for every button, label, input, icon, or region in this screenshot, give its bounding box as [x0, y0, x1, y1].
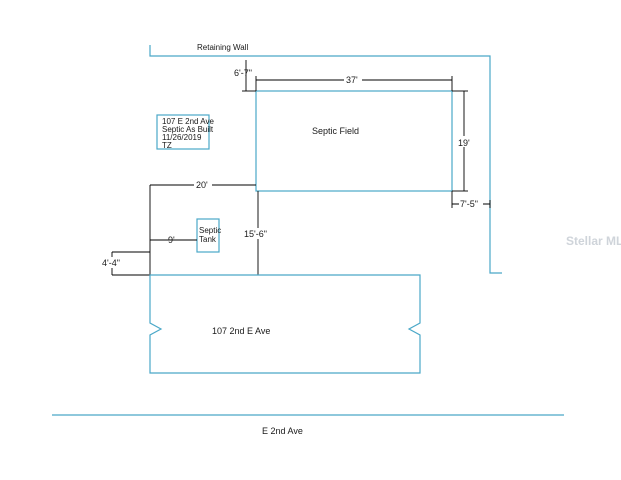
- dim-field-width-label: 19': [458, 138, 470, 148]
- retaining-wall-line: [149, 45, 502, 274]
- septic-tank-label-line2: Tank: [199, 235, 217, 244]
- dim-field-length-mask: [344, 73, 362, 84]
- info-box-title: Septic As Built: [162, 125, 214, 134]
- dim-field-width-mask: [455, 136, 471, 147]
- dim-tank-offset-mask: [101, 257, 127, 268]
- dim-house-to-field-label: 20': [196, 180, 208, 190]
- info-box-initials: TZ: [162, 141, 172, 150]
- info-box: [156, 114, 210, 150]
- dim-house-to-field-vertical-mask: [243, 228, 271, 239]
- dim-field-length-label: 37': [346, 75, 358, 85]
- dim-field-to-wall-mask: [459, 198, 483, 209]
- house-outline: [149, 274, 421, 374]
- septic-field-label: Septic Field: [312, 126, 359, 136]
- dim-tank-offset-label: 4'-4": [102, 258, 120, 268]
- dim-field-to-wall-label: 7'-5": [460, 199, 478, 209]
- dim-wall-to-field-label: 6'-7": [234, 68, 252, 78]
- info-box-address: 107 E 2nd Ave: [162, 117, 214, 126]
- info-box-date: 11/26/2019: [162, 133, 202, 142]
- house-label: 107 2nd E Ave: [212, 326, 270, 336]
- watermark-text: Stellar MLS: [566, 234, 621, 248]
- dim-house-to-field-vertical-label: 15'-6": [244, 229, 267, 239]
- septic-tank-label-line1: Septic: [199, 226, 221, 235]
- retaining-wall-label: Retaining Wall: [197, 43, 249, 52]
- septic-tank: [196, 218, 220, 253]
- dim-tank-to-house-side-label: 9': [168, 235, 175, 245]
- dim-house-to-field-mask: [194, 178, 212, 189]
- septic-field: [255, 90, 453, 192]
- street-label: E 2nd Ave: [262, 426, 303, 436]
